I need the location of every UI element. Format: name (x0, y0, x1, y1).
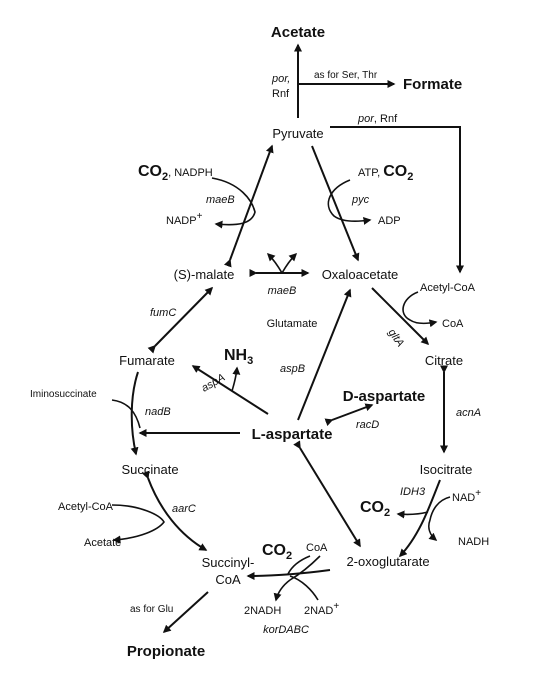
arrow-oxoglutarate-to-succinylcoa (246, 569, 331, 580)
arrow-laspartate-to-oxaloacetate (297, 288, 352, 421)
cofactor-curve-aarC (111, 504, 165, 544)
label-isocitrate: Isocitrate (420, 462, 473, 477)
label-formate: Formate (403, 76, 462, 93)
enzyme-maeB-middle: maeB (268, 285, 297, 297)
cofactor-fork-maeB-middle (266, 252, 283, 274)
cofactor-curve-maeB-upper (211, 177, 256, 229)
arrow-laspartate-to-fumarate-aspA (191, 365, 269, 415)
label-oxaloacetate: Oxaloacetate (322, 267, 399, 282)
enzyme-por-top: por, (271, 73, 290, 85)
arrow-succinylcoa-to-propionate (162, 591, 209, 634)
label-citrate: Citrate (425, 353, 463, 368)
metabolite-labels: Acetate Formate Pyruvate (S)-malate Oxal… (30, 24, 476, 660)
enzyme-gltA: gltA (386, 327, 407, 349)
label-laspartate: L-aspartate (252, 426, 333, 443)
label-coa-kor: CoA (306, 542, 328, 554)
enzyme-maeB-upper: maeB (206, 194, 235, 206)
label-succinyl-coa: CoA (215, 572, 241, 587)
label-malate: (S)-malate (174, 267, 235, 282)
label-co2-kor: CO2 (262, 542, 292, 562)
cofactor-curve-nh3 (231, 366, 241, 392)
enzyme-aspB: aspB (280, 363, 305, 375)
arrow-oxaloacetate-to-citrate (371, 287, 430, 346)
label-atp-co2: ATP,CO2 (358, 163, 413, 183)
label-nadh-kor: 2NADH (244, 605, 281, 617)
arrow-succinate-succinylcoa (141, 470, 208, 551)
arrow-laspartate-oxoglutarate (293, 440, 361, 548)
label-nadh-idh: NADH (458, 536, 489, 548)
label-nad-idh: NAD+ (452, 488, 481, 504)
label-fumarate: Fumarate (119, 353, 175, 368)
pathway-notes: as for Ser, Thr as for Glu (130, 70, 378, 615)
enzyme-acnA: acnA (456, 407, 481, 419)
cofactor-fork-maeB-middle-2 (281, 252, 298, 274)
note-ser-thr: as for Ser, Thr (314, 70, 378, 81)
enzyme-fumC: fumC (150, 307, 176, 319)
arrow-fumarate-malate (147, 286, 214, 354)
arrow-fumarate-to-succinate (130, 371, 139, 456)
note-glu: as for Glu (130, 604, 173, 615)
cofactor-curve-korDABC (273, 555, 321, 602)
enzyme-por-right: por, Rnf (357, 113, 398, 125)
enzyme-labels: por, Rnf por, Rnf maeB pyc maeB fumC glt… (145, 73, 481, 636)
label-acetylcoa-right: Acetyl-CoA (420, 282, 476, 294)
label-acetylcoa-left: Acetyl-CoA (58, 501, 114, 513)
enzyme-IDH3: IDH3 (400, 486, 426, 498)
arrow-pyruvate-to-acetylcoa (330, 126, 464, 274)
label-glutamate: Glutamate (267, 318, 318, 330)
enzyme-pyc: pyc (351, 194, 370, 206)
label-nadp: NADP+ (166, 211, 203, 227)
cofactor-curve-coa-kor (287, 555, 311, 575)
cofactor-curve-gltA (402, 291, 438, 328)
label-propionate: Propionate (127, 643, 205, 660)
label-iminosuccinate: Iminosuccinate (30, 389, 97, 400)
arrow-daspartate-laspartate (324, 403, 374, 427)
cofactor-curve-pyc (327, 179, 372, 225)
enzyme-racD: racD (356, 419, 379, 431)
label-nh3: NH3 (224, 347, 253, 367)
enzyme-nadB: nadB (145, 406, 171, 418)
label-succinyl: Succinyl- (202, 555, 255, 570)
label-co2-idh: CO2 (360, 499, 390, 519)
enzyme-rnf-top: Rnf (272, 88, 290, 100)
label-oxoglutarate: 2-oxoglutarate (346, 554, 429, 569)
cofactor-curve-nad-kor (289, 575, 319, 601)
label-acetate-top: Acetate (271, 24, 325, 41)
cofactor-curve-iminosuccinate (111, 399, 141, 429)
label-coa-right: CoA (442, 318, 464, 330)
reaction-arrows (111, 43, 464, 634)
arrow-isocitrate-to-oxoglutarate (398, 479, 441, 558)
label-co2-left: CO2, NADPH (138, 163, 213, 183)
label-pyruvate: Pyruvate (272, 126, 323, 141)
cofactor-curve-IDH3 (428, 496, 451, 541)
label-adp: ADP (378, 215, 401, 227)
label-nad-kor: 2NAD+ (304, 601, 339, 617)
cofactor-curve-co2-idh (396, 510, 429, 519)
arrow-pyruvate-to-oxaloacetate (311, 145, 360, 262)
enzyme-aspA: aspA (200, 372, 228, 395)
enzyme-aarC: aarC (172, 503, 196, 515)
label-acetate-left: Acetate (84, 537, 121, 549)
cofactor-labels: CO2, NADPH NADP+ ATP,CO2 ADP CO2 NAD+ NA… (138, 163, 489, 617)
label-succinate: Succinate (121, 462, 178, 477)
enzyme-korDABC: korDABC (263, 624, 309, 636)
label-daspartate: D-aspartate (343, 388, 426, 405)
